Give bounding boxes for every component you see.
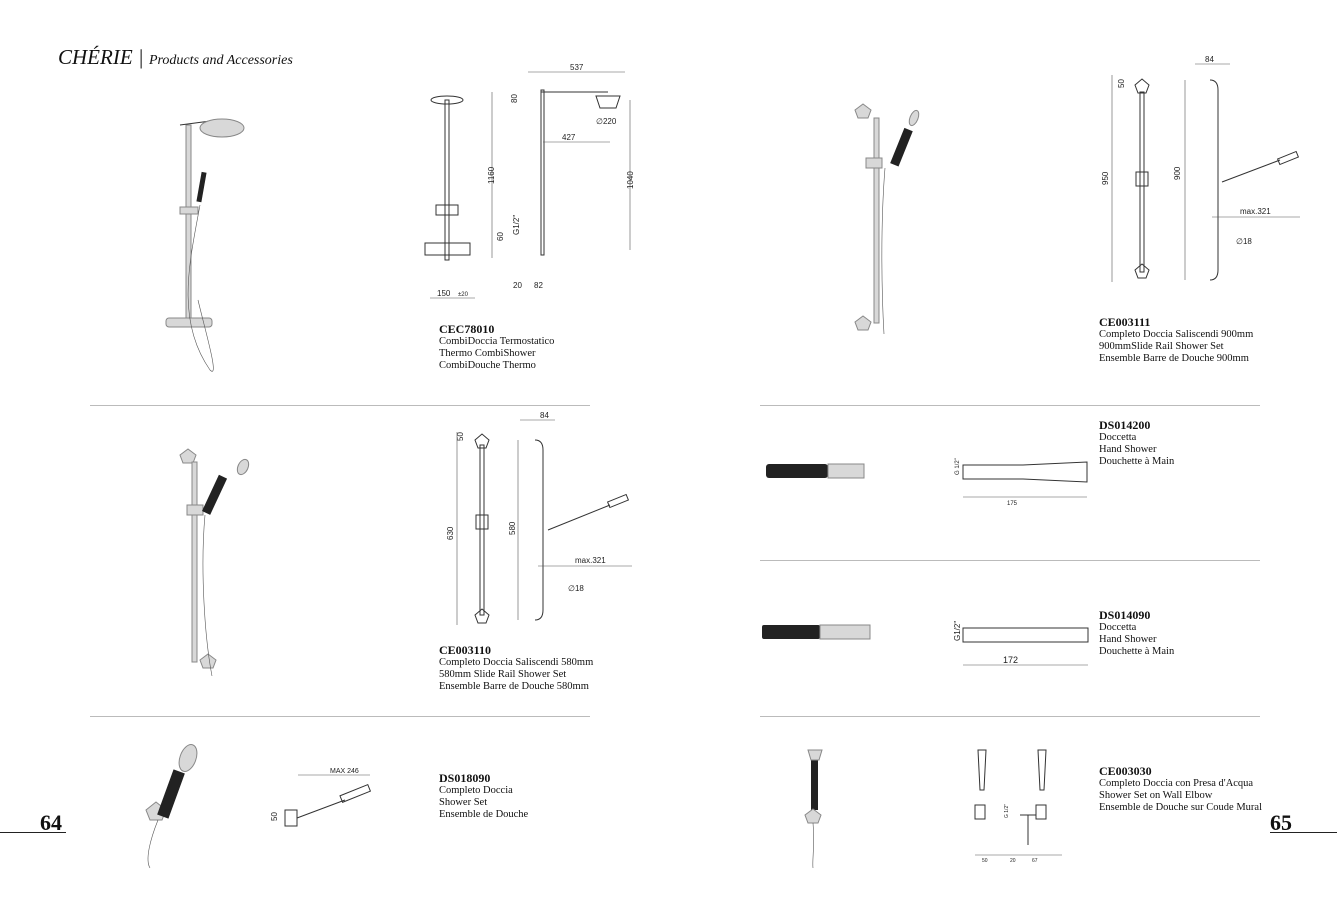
product-photo-DS014200	[766, 463, 865, 479]
desc-it: Completo Doccia con Presa d'Acqua	[1099, 778, 1254, 789]
dim-label: 50	[982, 858, 988, 864]
divider	[760, 716, 1260, 717]
dim-label: G1/2"	[953, 621, 962, 641]
divider	[760, 560, 1260, 561]
desc-en: Shower Set on Wall Elbow	[1099, 790, 1213, 801]
title-divider: |	[137, 45, 144, 69]
dim-label: 80	[510, 94, 519, 103]
dim-label: 50	[1117, 79, 1126, 88]
dim-label: 82	[534, 281, 543, 290]
desc-fr: Ensemble Barre de Douche 580mm	[439, 681, 589, 692]
product-code: DS014200	[1099, 418, 1151, 432]
desc-en: 580mm Slide Rail Shower Set	[439, 669, 567, 680]
product-photo-DS014090	[762, 624, 871, 640]
page-rule	[1270, 832, 1337, 833]
page-rule	[0, 832, 66, 833]
divider	[760, 405, 1260, 406]
technical-drawing-DS018090: MAX 246 50	[270, 768, 372, 827]
title-subtitle: Products and Accessories	[148, 53, 293, 68]
dim-label: G1/2"	[512, 215, 521, 235]
technical-drawing-CE003110: 84 50 630 580 max.321 ∅18	[446, 411, 632, 625]
desc-fr: CombiDouche Thermo	[439, 360, 536, 371]
dim-label: max.321	[575, 556, 606, 565]
page-title: CHÉRIE | Products and Accessories	[58, 45, 293, 70]
dim-label: 1040	[626, 171, 635, 189]
desc-en: Hand Shower	[1099, 444, 1157, 455]
page-number-right: 65	[1270, 810, 1292, 835]
product-code: DS018090	[439, 771, 491, 785]
desc-fr: Ensemble de Douche sur Coude Mural	[1099, 802, 1263, 813]
product-photo-CEC78010	[165, 118, 245, 372]
dim-label: 172	[1003, 655, 1018, 665]
dim-label: 175	[1007, 501, 1018, 507]
desc-fr: Douchette à Main	[1099, 456, 1175, 467]
dim-label: 50	[270, 812, 279, 821]
product-photo-CE003030	[804, 749, 823, 869]
dim-label: 900	[1173, 166, 1182, 180]
divider	[90, 716, 590, 717]
dim-label: 150	[437, 289, 451, 298]
dim-label: 1160	[487, 166, 496, 184]
dim-label: 580	[508, 521, 517, 535]
dim-label: G 1/2"	[1004, 804, 1010, 818]
dim-label: 537	[570, 63, 584, 72]
dim-label: max.321	[1240, 207, 1271, 216]
dim-label: 427	[562, 133, 576, 142]
divider	[90, 405, 590, 406]
dim-label: 84	[540, 411, 549, 420]
desc-en: Thermo CombiShower	[439, 348, 536, 359]
product-code: DS014090	[1099, 608, 1151, 622]
product-photo-CE003111	[854, 103, 920, 335]
dim-label: 50	[456, 432, 465, 441]
technical-drawing-DS014090: G1/2" 172	[953, 621, 1089, 666]
desc-it: Doccetta	[1099, 432, 1137, 443]
product-code: CE003030	[1099, 764, 1152, 778]
dim-label: ∅18	[1236, 237, 1252, 246]
technical-drawing-CE003111: 84 50 950 900 max.321 ∅18	[1101, 55, 1300, 282]
dim-label: 84	[1205, 55, 1214, 64]
product-code: CEC78010	[439, 322, 495, 336]
dim-label: 60	[496, 232, 505, 241]
dim-label: 20	[513, 281, 522, 290]
desc-it: Doccetta	[1099, 622, 1137, 633]
desc-en: Shower Set	[439, 797, 488, 808]
dim-label: G 1/2"	[955, 458, 961, 475]
desc-it: Completo Doccia	[439, 785, 513, 796]
desc-fr: Douchette à Main	[1099, 646, 1175, 657]
desc-it: CombiDoccia Termostatico	[439, 336, 555, 347]
desc-en: Hand Shower	[1099, 634, 1157, 645]
desc-it: Completo Doccia Saliscendi 900mm	[1099, 329, 1254, 340]
dim-label: ∅18	[568, 584, 584, 593]
dim-label: ±20	[458, 292, 469, 298]
dim-label: 630	[446, 526, 455, 540]
desc-fr: Ensemble Barre de Douche 900mm	[1099, 353, 1249, 364]
technical-drawing-CE003030: G 1/2" 50 20 67	[974, 749, 1062, 864]
product-photo-CE003110	[179, 448, 250, 677]
technical-drawing-CEC78010: 537 80 ∅220 427 1160 1040 G1/2" 60 150 ±2…	[424, 63, 635, 299]
dim-label: MAX 246	[330, 768, 359, 775]
dim-label: 67	[1032, 858, 1038, 864]
product-photo-DS018090	[145, 744, 198, 869]
brand-name: CHÉRIE	[58, 45, 133, 69]
product-code: CE003110	[439, 643, 492, 657]
technical-drawing-DS014200: G 1/2" 175	[955, 458, 1088, 507]
dim-label: 20	[1010, 858, 1016, 864]
dim-label: 950	[1101, 171, 1110, 185]
desc-en: 900mmSlide Rail Shower Set	[1099, 341, 1224, 352]
page-number-left: 64	[40, 810, 62, 835]
dim-label: ∅220	[596, 117, 617, 126]
desc-fr: Ensemble de Douche	[439, 809, 529, 820]
product-code: CE003111	[1099, 315, 1151, 329]
desc-it: Completo Doccia Saliscendi 580mm	[439, 657, 594, 668]
